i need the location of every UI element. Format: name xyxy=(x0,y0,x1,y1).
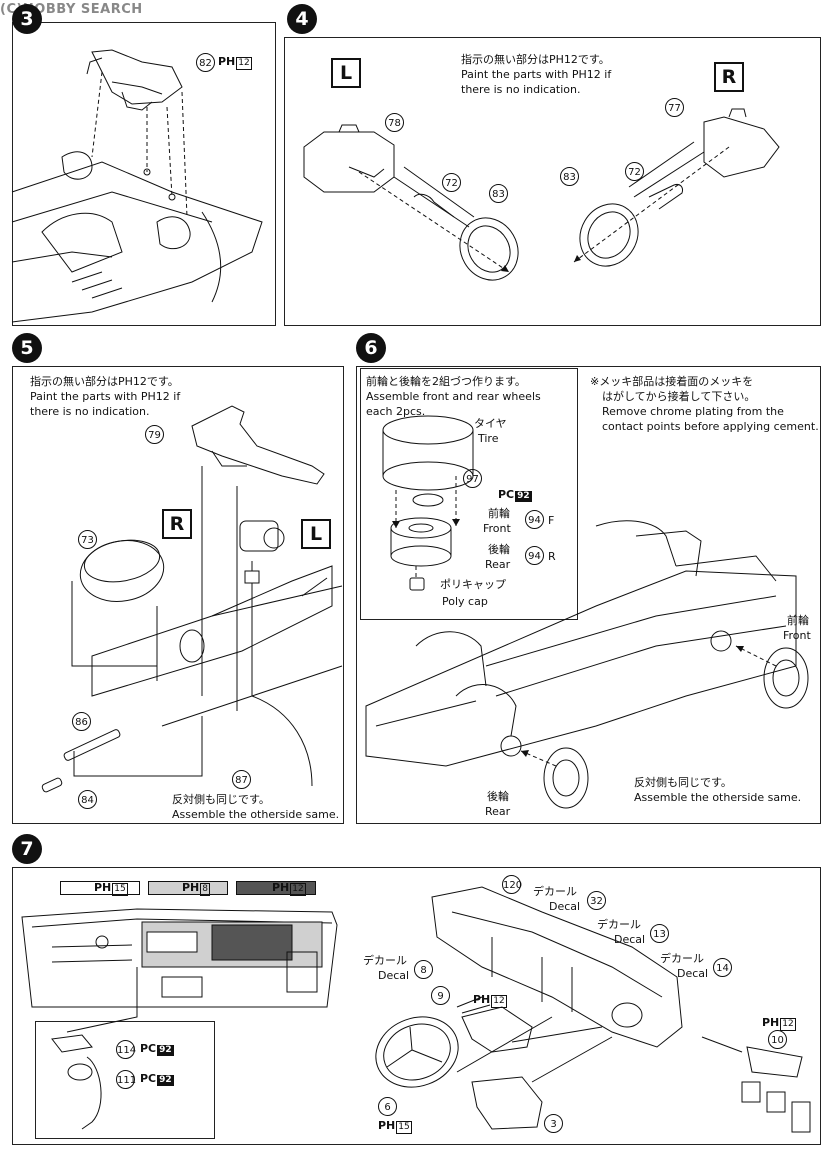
step5-drawing xyxy=(41,405,343,793)
rear-wheel-jp: 後輪 xyxy=(487,790,509,803)
decal-13-jp: デカール xyxy=(597,918,641,931)
decal-13: 13 xyxy=(650,924,669,943)
rear-r: R xyxy=(548,550,556,563)
step4-right-label: R xyxy=(714,62,744,92)
step6-box-en1: Assemble front and rear wheels xyxy=(366,390,541,403)
front-wheel-jp: 前輪 xyxy=(787,614,809,627)
part-94-rear: 94 xyxy=(525,546,544,565)
decal-8-jp: デカール xyxy=(363,954,407,967)
step5-other-en: Assemble the otherside same. xyxy=(172,808,340,821)
tire-label-en: Tire xyxy=(478,432,499,445)
step6-box-en2: each 2pcs. xyxy=(366,405,426,418)
part-3: 3 xyxy=(544,1114,563,1133)
front-f: F xyxy=(548,514,555,527)
step5-note-jp: 指示の無い部分はPH12です。 xyxy=(30,375,179,388)
part-83-left: 83 xyxy=(489,184,508,203)
rear-wheel-en: Rear xyxy=(485,805,511,818)
part-73: 73 xyxy=(78,530,97,549)
decal-14-jp: デカール xyxy=(660,952,704,965)
part-6: 6 xyxy=(378,1097,397,1116)
step6-drawing xyxy=(365,415,809,809)
part-9: 9 xyxy=(431,986,450,1005)
part-72-left: 72 xyxy=(442,173,461,192)
legend-swatch-ph15 xyxy=(60,881,140,895)
part-79: 79 xyxy=(145,425,164,444)
step5-left-label: L xyxy=(301,519,331,549)
decal-8-en: Decal xyxy=(378,969,410,982)
step4-note-en2: there is no indication. xyxy=(461,83,581,96)
part-111: 111 xyxy=(116,1070,136,1089)
step5-number: 5 xyxy=(12,333,42,363)
decal-32-jp: デカール xyxy=(533,885,577,898)
step6-other-jp: 反対側も同じです。 xyxy=(634,776,732,789)
decal-32: 32 xyxy=(587,891,606,910)
part-87: 87 xyxy=(232,770,251,789)
decal-32-en: Decal xyxy=(549,900,581,913)
part-77: 77 xyxy=(665,98,684,117)
tire-label-jp: タイヤ xyxy=(474,417,507,430)
part-86: 86 xyxy=(72,712,91,731)
step5-note-en1: Paint the parts with PH12 if xyxy=(30,390,181,403)
step7-number: 7 xyxy=(12,834,42,864)
step7-drawing xyxy=(21,886,811,1133)
rear-label-jp: 後輪 xyxy=(488,543,510,556)
step6-box-jp: 前輪と後輪を2組づつ作ります。 xyxy=(366,375,526,388)
chrome-note-jp2: はがしてから接着して下さい。 xyxy=(602,390,756,403)
legend-swatch-ph8 xyxy=(148,881,228,895)
chrome-note-en2: contact points before applying cement. xyxy=(602,420,819,433)
polycap-en: Poly cap xyxy=(442,595,488,608)
decal-14: 14 xyxy=(713,958,732,977)
front-wheel-en: Front xyxy=(783,629,811,642)
decal-8: 8 xyxy=(414,960,433,979)
step4-note-jp: 指示の無い部分はPH12です。 xyxy=(461,53,610,66)
step5-other-jp: 反対側も同じです。 xyxy=(172,793,270,806)
chrome-note-en1: Remove chrome plating from the xyxy=(602,405,784,418)
decal-14-en: Decal xyxy=(677,967,709,980)
chrome-note-jp1: ※メッキ部品は接着面のメッキを xyxy=(590,375,754,388)
legend-swatch-ph12 xyxy=(236,881,316,895)
part-82: 82 xyxy=(196,53,215,72)
step4-left-label: L xyxy=(331,58,361,88)
step3-number: 3 xyxy=(12,4,42,34)
front-label-en: Front xyxy=(483,522,511,535)
part-114: 114 xyxy=(116,1040,136,1059)
step6-number: 6 xyxy=(356,333,386,363)
step5-right-label: R xyxy=(162,509,192,539)
step3-panel xyxy=(12,22,276,326)
polycap-jp: ポリキャップ xyxy=(440,578,506,591)
step3-drawing xyxy=(11,49,263,323)
step4-drawing xyxy=(303,108,780,281)
part-120: 120 xyxy=(502,875,522,894)
part-84: 84 xyxy=(78,790,97,809)
part-78: 78 xyxy=(385,113,404,132)
step6-other-en: Assemble the otherside same. xyxy=(634,791,802,804)
step4-number: 4 xyxy=(287,4,317,34)
part-83-right: 83 xyxy=(560,167,579,186)
step4-note-en1: Paint the parts with PH12 if xyxy=(461,68,612,81)
rear-label-en: Rear xyxy=(485,558,511,571)
part-72-right: 72 xyxy=(625,162,644,181)
step5-panel xyxy=(12,366,344,824)
front-label-jp: 前輪 xyxy=(488,507,510,520)
part-94-front: 94 xyxy=(525,510,544,529)
part-10: 10 xyxy=(768,1030,787,1049)
step5-note-en2: there is no indication. xyxy=(30,405,150,418)
